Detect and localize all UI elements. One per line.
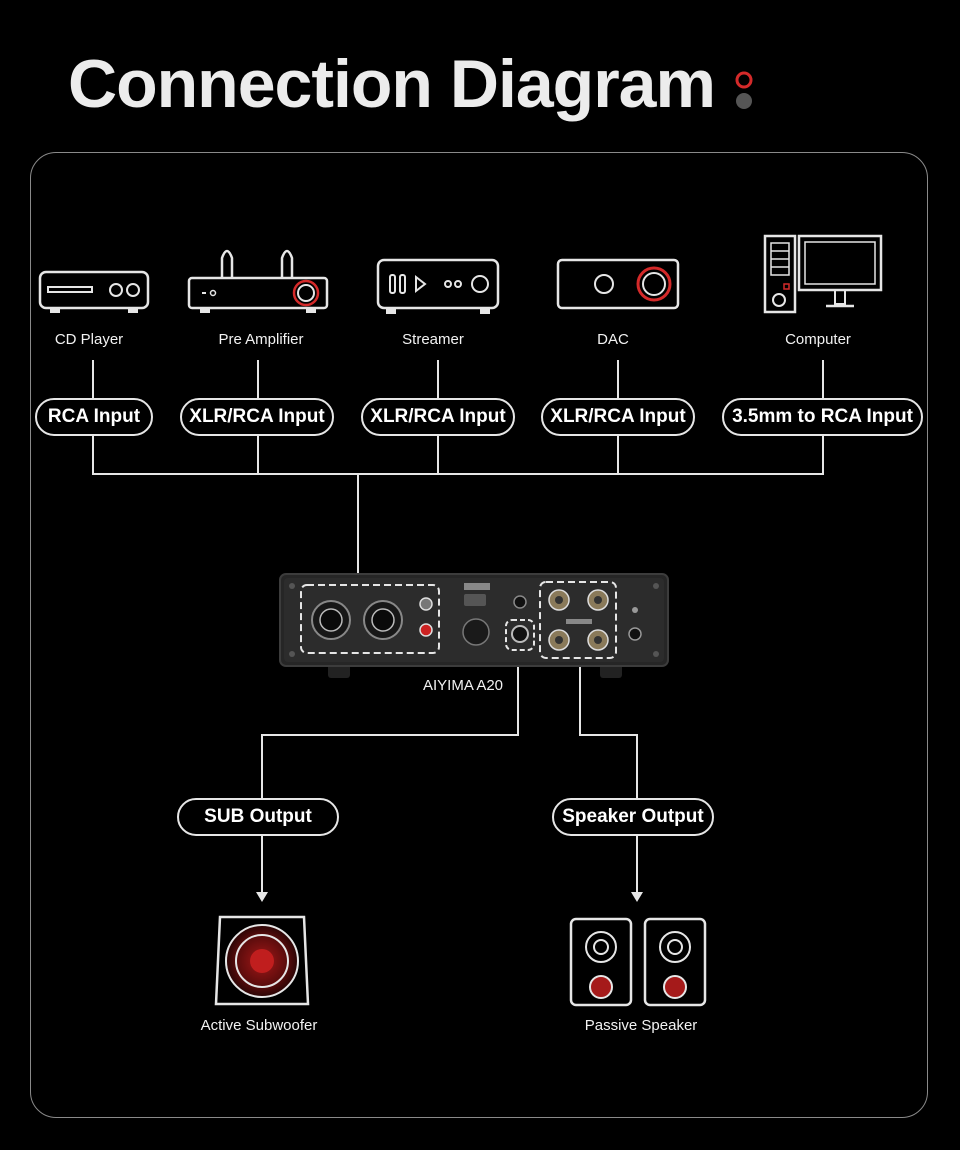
pre-amplifier-icon bbox=[187, 249, 329, 313]
source-label-computer: Computer bbox=[785, 331, 851, 348]
output-label-subwoofer: Active Subwoofer bbox=[200, 1017, 318, 1034]
output-label-speaker: Passive Speaker bbox=[584, 1017, 698, 1034]
source-label-dac: DAC bbox=[597, 331, 629, 348]
amplifier-back-panel bbox=[279, 573, 669, 678]
input-pill-3-5mm-rca: 3.5mm to RCA Input bbox=[722, 398, 923, 436]
source-label-pre-amplifier: Pre Amplifier bbox=[218, 331, 304, 348]
input-pill-xlr-rca-3: XLR/RCA Input bbox=[541, 398, 695, 436]
output-pill-speaker: Speaker Output bbox=[552, 798, 714, 836]
output-pill-sub: SUB Output bbox=[177, 798, 339, 836]
input-pill-xlr-rca-1: XLR/RCA Input bbox=[180, 398, 334, 436]
device-label: AIYIMA A20 bbox=[422, 677, 504, 694]
computer-icon bbox=[763, 234, 883, 314]
dac-icon bbox=[556, 258, 680, 310]
decorative-dots bbox=[735, 71, 753, 109]
source-label-cd-player: CD Player bbox=[54, 331, 124, 348]
input-pill-rca: RCA Input bbox=[35, 398, 153, 436]
diagram-panel bbox=[30, 152, 928, 1118]
speakers-icon bbox=[569, 917, 707, 1007]
subwoofer-icon bbox=[214, 915, 310, 1006]
cd-player-icon bbox=[38, 270, 150, 313]
page-title: Connection Diagram bbox=[68, 46, 716, 122]
input-pill-xlr-rca-2: XLR/RCA Input bbox=[361, 398, 515, 436]
source-label-streamer: Streamer bbox=[402, 331, 464, 348]
streamer-icon bbox=[376, 258, 500, 314]
